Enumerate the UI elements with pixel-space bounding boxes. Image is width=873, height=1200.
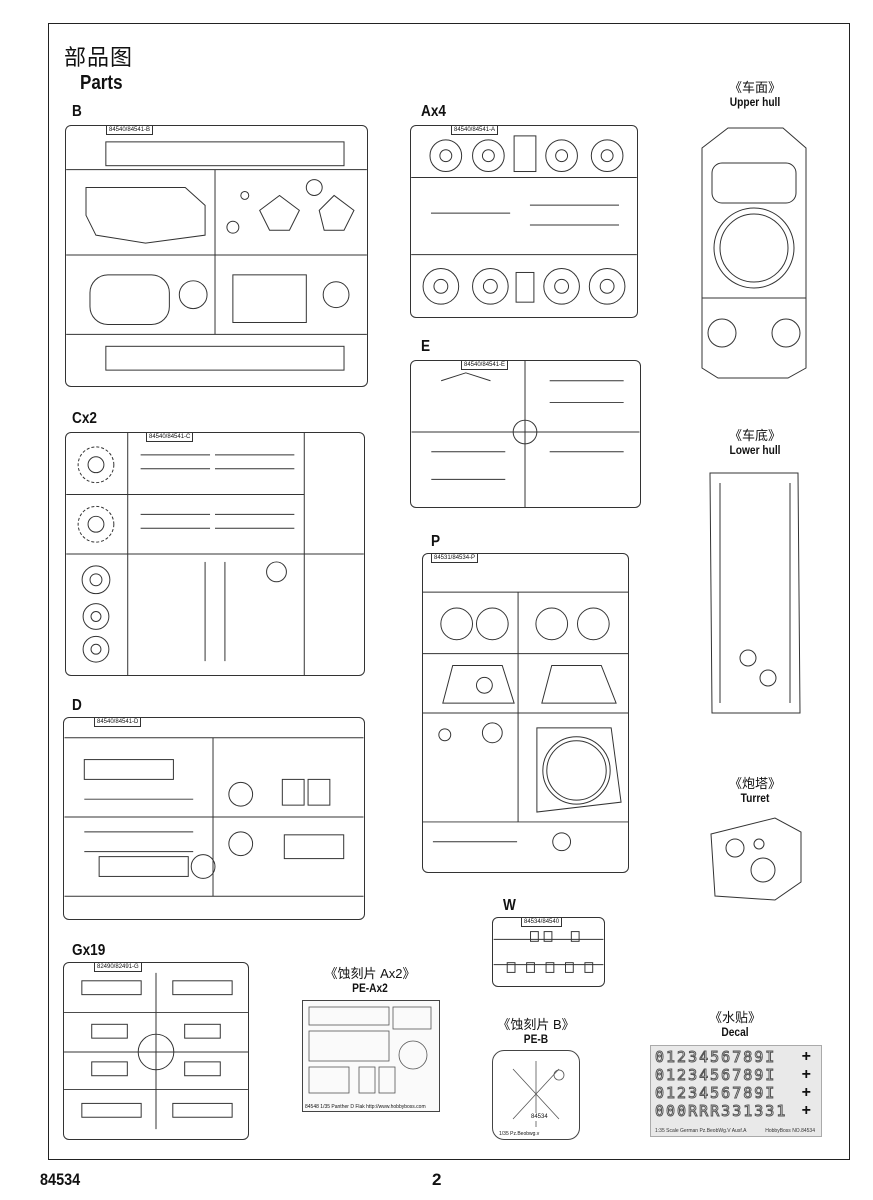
pe-b-en: PE-B xyxy=(523,1032,549,1046)
sprue-w-code: 84534/84540 xyxy=(521,917,563,927)
decal-row-1: 0123456789I xyxy=(654,1048,777,1067)
sprue-ax4-code: 84540/84541-A xyxy=(451,125,499,135)
sprue-label-cx2: Cx2 xyxy=(72,410,97,427)
pe-b-drawing xyxy=(512,1061,565,1127)
sprue-cx2-code: 84540/84541-C xyxy=(146,432,194,442)
pe-b-footer: 1/35 Pz.Beobwg.v xyxy=(499,1131,540,1137)
sprue-p: 84531/84534-P xyxy=(422,553,629,873)
decal-en: Decal xyxy=(721,1025,749,1039)
turret-cn: 《炮塔》 xyxy=(728,776,781,791)
decal-caption: 《水贴》 Decal xyxy=(680,1010,790,1040)
page-title-en: Parts xyxy=(80,72,123,94)
sprue-b-code: 84540/84541-B xyxy=(106,125,154,135)
sprue-b-drawing xyxy=(66,141,367,371)
page-title-cn: 部品图 xyxy=(64,46,134,71)
pe-b-fret: 84534 1/35 Pz.Beobwg.v xyxy=(492,1050,580,1140)
pe-a-en: PE-Ax2 xyxy=(352,981,388,995)
decal-sheet: 0123456789I 0123456789I 0123456789I 000R… xyxy=(650,1045,822,1137)
page-frame xyxy=(48,23,850,1160)
page-number: 2 xyxy=(432,1170,442,1189)
sprue-p-drawing xyxy=(423,591,628,852)
sprue-label-ax4: Ax4 xyxy=(421,103,446,120)
decal-cross-1: + xyxy=(801,1048,811,1065)
sprue-gx19-drawing xyxy=(64,972,248,1130)
decal-cn: 《水贴》 xyxy=(708,1010,761,1025)
decal-cross-2: + xyxy=(801,1066,811,1083)
sprue-w-drawing xyxy=(493,931,604,973)
lower-hull-cn: 《车底》 xyxy=(728,428,781,443)
model-number: 84534 xyxy=(40,1170,81,1189)
sprue-d-code: 84540/84541-D xyxy=(94,717,142,727)
decal-cross-4: + xyxy=(801,1102,811,1119)
sprue-p-code: 84531/84534-P xyxy=(431,553,479,563)
lower-hull-en: Lower hull xyxy=(729,443,781,457)
pe-a-cn: 《蚀刻片 Ax2》 xyxy=(324,966,416,981)
lower-hull-caption: 《车底》 Lower hull xyxy=(700,428,810,458)
pe-a-drawing xyxy=(308,1006,432,1094)
upper-hull-cn: 《车面》 xyxy=(728,80,781,95)
sprue-e: 84540/84541-E xyxy=(410,360,641,508)
sprue-e-drawing xyxy=(411,361,640,507)
decal-footer-left: 1:35 Scale German Pz.BeobWg.V Ausf.A xyxy=(655,1128,747,1134)
pe-b-code: 84534 xyxy=(529,1113,550,1121)
decal-row-4: 000RRR331331 xyxy=(654,1102,788,1121)
sprue-gx19: 82490/82491-G xyxy=(63,962,249,1140)
upper-hull-en: Upper hull xyxy=(729,95,781,109)
sprue-w: 84534/84540 xyxy=(492,917,605,987)
sprue-label-p: P xyxy=(431,533,441,550)
sprue-label-d: D xyxy=(72,697,82,714)
upper-hull-drawing xyxy=(701,127,807,379)
sprue-label-e: E xyxy=(421,338,431,355)
turret-caption: 《炮塔》 Turret xyxy=(700,776,810,806)
pe-a-fret: 84548 1/35 Panther D Flak http://www.hob… xyxy=(302,1000,440,1112)
sprue-d-drawing xyxy=(64,737,364,897)
decal-row-3: 0123456789I xyxy=(654,1084,777,1103)
sprue-label-gx19: Gx19 xyxy=(72,942,106,959)
sprue-label-w: W xyxy=(503,897,516,914)
sprue-ax4-drawing xyxy=(411,135,637,305)
turret-drawing xyxy=(710,817,802,901)
pe-a-caption: 《蚀刻片 Ax2》 PE-Ax2 xyxy=(300,966,440,996)
sprue-cx2-drawing xyxy=(66,433,364,675)
decal-footer: 1:35 Scale German Pz.BeobWg.V Ausf.A Hob… xyxy=(655,1128,815,1134)
upper-hull-caption: 《车面》 Upper hull xyxy=(700,80,810,110)
lower-hull-drawing xyxy=(709,472,801,714)
decal-row-2: 0123456789I xyxy=(654,1066,777,1085)
pe-a-footer: 84548 1/35 Panther D Flak http://www.hob… xyxy=(305,1104,426,1110)
sprue-label-b: B xyxy=(72,103,82,120)
decal-footer-right: HobbyBoss NO.84534 xyxy=(765,1128,815,1134)
pe-b-cn: 《蚀刻片 B》 xyxy=(497,1017,575,1032)
sprue-gx19-code: 82490/82491-G xyxy=(94,962,142,972)
sprue-e-code: 84540/84541-E xyxy=(461,360,509,370)
decal-cross-3: + xyxy=(801,1084,811,1101)
sprue-b: 84540/84541-B xyxy=(65,125,368,387)
sprue-ax4: 84540/84541-A xyxy=(410,125,638,318)
sprue-d: 84540/84541-D xyxy=(63,717,365,920)
pe-b-caption: 《蚀刻片 B》 PE-B xyxy=(484,1017,588,1047)
turret-en: Turret xyxy=(740,791,770,805)
sprue-cx2: 84540/84541-C xyxy=(65,432,365,676)
